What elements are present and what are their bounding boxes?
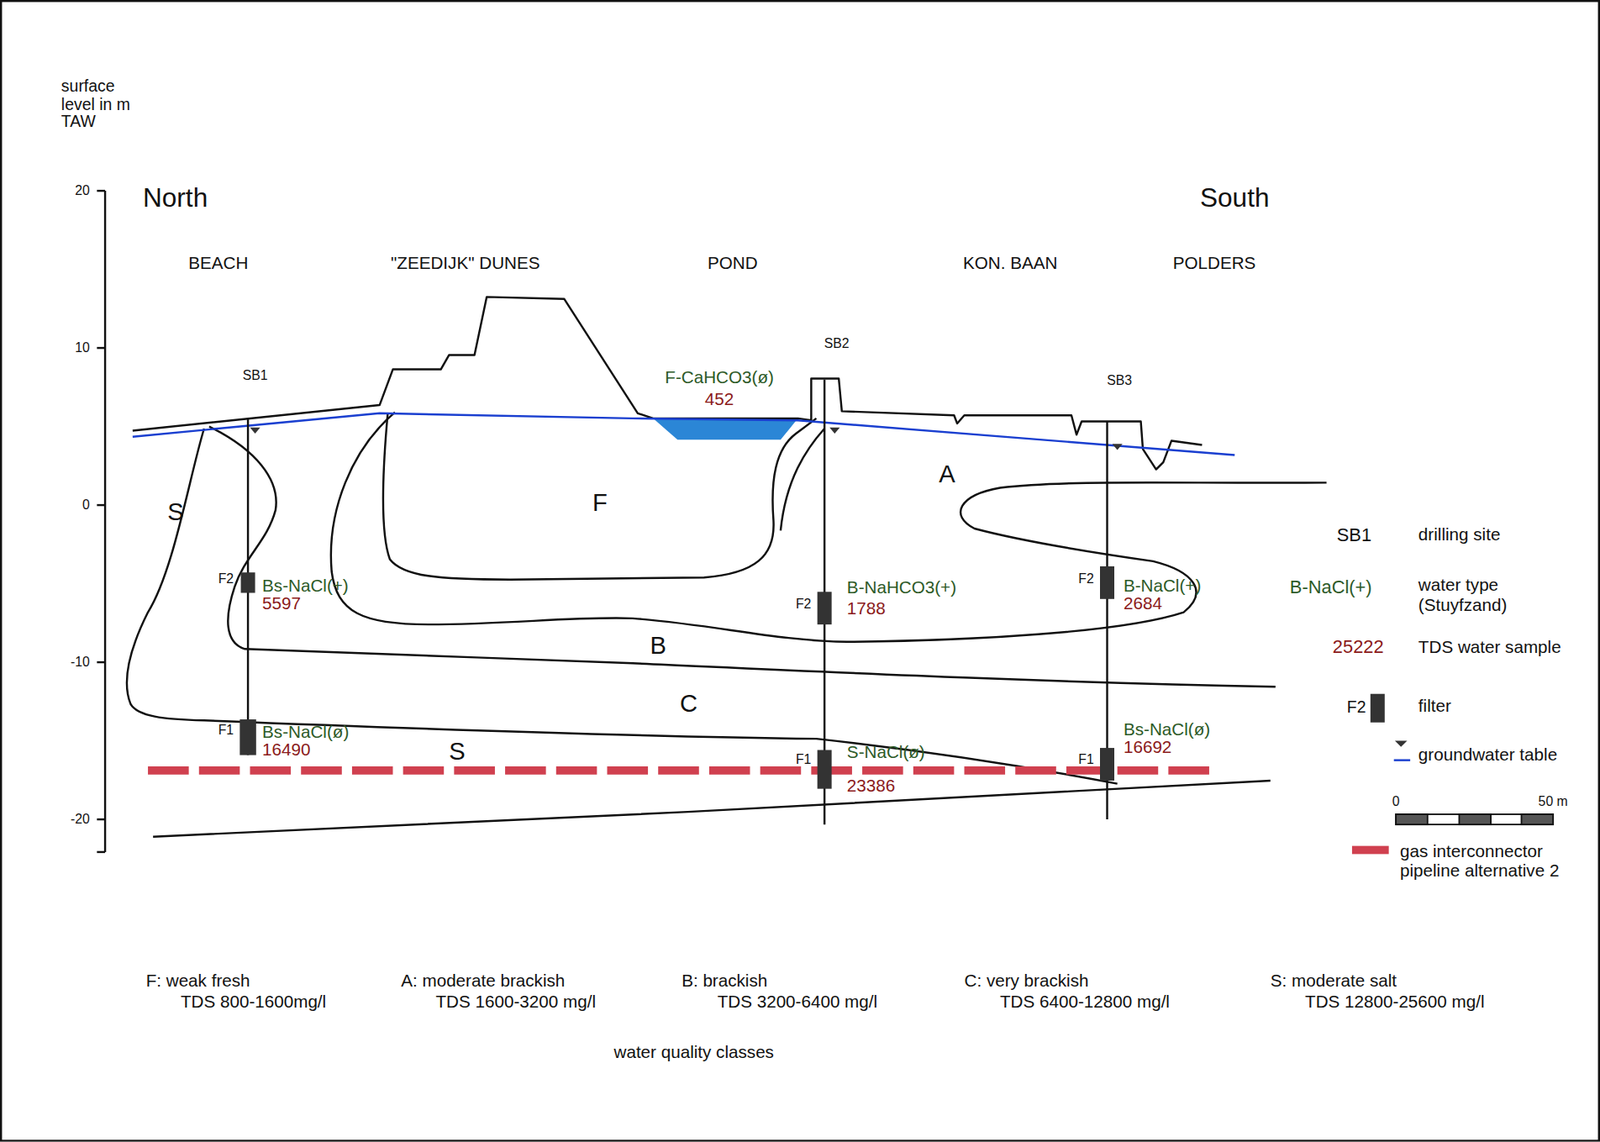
legend-text: filter xyxy=(1418,697,1592,717)
scale-label: 0 xyxy=(1392,794,1400,810)
zone-letter: S xyxy=(448,738,465,766)
tds-value: 16692 xyxy=(1123,738,1172,758)
water-type: S-NaCl(ø) xyxy=(847,743,926,764)
legend-text: drilling site xyxy=(1418,526,1592,546)
location-label: BEACH xyxy=(188,254,248,274)
class-range: TDS 1600-3200 mg/l xyxy=(436,993,596,1013)
class-name: B: brackish xyxy=(681,972,768,992)
legend-sample: SB1 xyxy=(1336,525,1372,546)
water-type: B-NaHCO3(+) xyxy=(847,578,957,599)
scale-label: 50 m xyxy=(1538,794,1569,810)
filter-label: F1 xyxy=(218,723,234,738)
drilling-site: SB3 xyxy=(1106,373,1132,388)
tds-value: 5597 xyxy=(262,594,301,615)
tick-label: 0 xyxy=(82,497,90,512)
class-name: F: weak fresh xyxy=(146,972,251,992)
class-range: TDS 3200-6400 mg/l xyxy=(717,993,878,1013)
water-type: Bs-NaCl(+) xyxy=(262,577,349,597)
water-type: Bs-NaCl(ø) xyxy=(262,723,349,743)
legend-swatch xyxy=(1352,846,1390,855)
water-type: F-CaHCO3(ø) xyxy=(664,368,774,389)
class-name: A: moderate brackish xyxy=(400,972,565,992)
legend-text: TDS water sample xyxy=(1418,638,1592,658)
direction-label: South xyxy=(1200,183,1270,213)
zone-letter: S xyxy=(167,499,184,527)
tds-value: 16490 xyxy=(262,741,311,761)
legend-sample: F2 xyxy=(1347,698,1367,716)
drilling-site: SB2 xyxy=(824,336,850,352)
tick-label: -10 xyxy=(70,654,90,669)
location-label: "ZEEDIJK" DUNES xyxy=(390,254,541,274)
legend-text: gas interconnector pipeline alternative … xyxy=(1400,842,1574,881)
water-type: Bs-NaCl(ø) xyxy=(1123,721,1211,741)
legend-text: water type (Stuyfzand) xyxy=(1418,576,1592,615)
drilling-site: SB1 xyxy=(242,368,269,383)
zone-letter: F xyxy=(592,489,608,517)
legend-sample: B-NaCl(+) xyxy=(1289,577,1373,598)
legend-sample: 25222 xyxy=(1332,637,1385,658)
location-label: POLDERS xyxy=(1173,254,1257,274)
tick-label: 10 xyxy=(74,340,90,355)
class-name: S: moderate salt xyxy=(1270,972,1397,992)
location-label: POND xyxy=(707,254,758,274)
filter-label: F2 xyxy=(1078,572,1094,587)
tick-label: -20 xyxy=(70,811,90,827)
direction-label: North xyxy=(142,183,208,213)
tds-value: 1788 xyxy=(847,600,886,620)
class-range: TDS 12800-25600 mg/l xyxy=(1305,993,1485,1013)
zone-letter: A xyxy=(938,461,955,489)
filter-label: F1 xyxy=(795,752,811,768)
caption-note: water quality classes xyxy=(613,1043,774,1064)
legend-swatch xyxy=(1370,694,1385,723)
filter-label: F2 xyxy=(218,572,234,587)
zone-letter: B xyxy=(649,632,666,660)
class-range: TDS 800-1600mg/l xyxy=(180,993,327,1013)
tick-label: 20 xyxy=(74,183,90,198)
axis-title: surface level in m TAW xyxy=(61,77,135,132)
filter-label: F1 xyxy=(1078,752,1094,768)
zone-letter: C xyxy=(679,690,698,718)
tds-value: 2684 xyxy=(1123,594,1163,615)
location-label: KON. BAAN xyxy=(963,254,1058,274)
class-range: TDS 6400-12800 mg/l xyxy=(1000,993,1170,1013)
water-type: B-NaCl(+) xyxy=(1123,577,1201,597)
tds-value: 23386 xyxy=(847,777,895,797)
filter-label: F2 xyxy=(795,596,811,611)
tds-value: 452 xyxy=(705,390,734,411)
legend-text: groundwater table xyxy=(1418,746,1572,766)
class-name: C: very brackish xyxy=(964,972,1090,992)
